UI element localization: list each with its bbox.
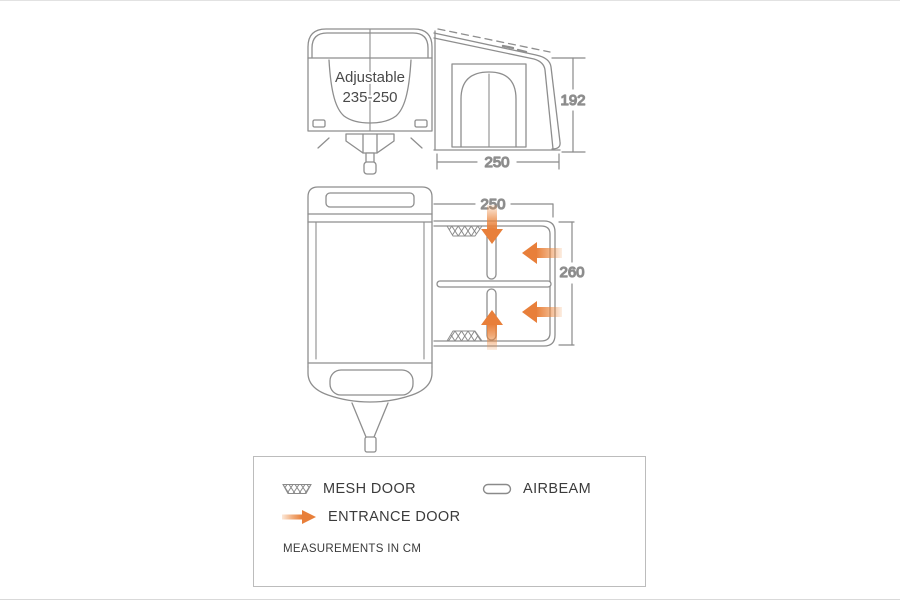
legend-item-entrance-door: ENTRANCE DOOR	[281, 509, 461, 525]
legend-label-mesh-door: MESH DOOR	[323, 481, 417, 497]
corner-steady-right	[410, 137, 423, 149]
mesh-door-icon	[282, 484, 312, 494]
door-arch	[460, 71, 517, 148]
plan-width-dimension	[433, 203, 554, 218]
roof-hatch	[325, 192, 415, 208]
legend-item-mesh-door: MESH DOOR	[282, 481, 416, 497]
airbeam-mid	[436, 280, 552, 288]
caravan-roof-dashed-line	[437, 28, 551, 53]
awning-side-view	[433, 28, 561, 151]
entrance-door-arrow-icon	[282, 510, 316, 524]
entrance-arrow-bottom-icon	[481, 310, 503, 350]
entrance-arrow-top-icon	[481, 205, 503, 244]
height-dim-label: 192	[560, 92, 585, 109]
front-window	[329, 369, 414, 396]
legend-item-airbeam: AIRBEAM	[482, 481, 591, 497]
entrance-arrow-right-upper-icon	[522, 242, 562, 264]
corner-steady-left	[317, 137, 330, 149]
caravan-top-view	[307, 186, 433, 453]
measurements-note: MEASUREMENTS IN CM	[283, 543, 422, 555]
caravan-front-view	[307, 28, 433, 175]
side-view-figure: 192 250	[307, 28, 586, 175]
plan-depth-dimension	[558, 221, 575, 346]
side-width-dim-label: 250	[484, 154, 509, 171]
roof-rail-marks	[501, 44, 528, 54]
legend-label-entrance-door: ENTRANCE DOOR	[328, 509, 461, 525]
marker-light-left	[312, 119, 326, 128]
hitch	[345, 133, 395, 175]
adjustable-label-line2: 235-250	[342, 89, 397, 106]
marker-light-right	[414, 119, 428, 128]
height-dimension	[551, 57, 586, 153]
plan-depth-dim-label: 260	[559, 264, 584, 281]
plan-view-figure: 250 260	[307, 186, 585, 453]
hitch-top-view	[351, 402, 389, 453]
mesh-door-bottom	[446, 330, 483, 342]
legend-box: MESH DOOR AIRBEAM ENTRANCE DOOR	[253, 456, 646, 587]
legend-label-airbeam: AIRBEAM	[523, 481, 592, 497]
side-width-dimension	[436, 153, 560, 170]
entrance-arrow-right-lower-icon	[522, 301, 562, 323]
entrance-door-arrows	[481, 205, 562, 350]
adjustable-label-line1: Adjustable	[335, 69, 405, 86]
mesh-door-top	[446, 225, 483, 237]
airbeam-icon	[482, 483, 512, 495]
plan-width-dim-label: 250	[480, 196, 505, 213]
